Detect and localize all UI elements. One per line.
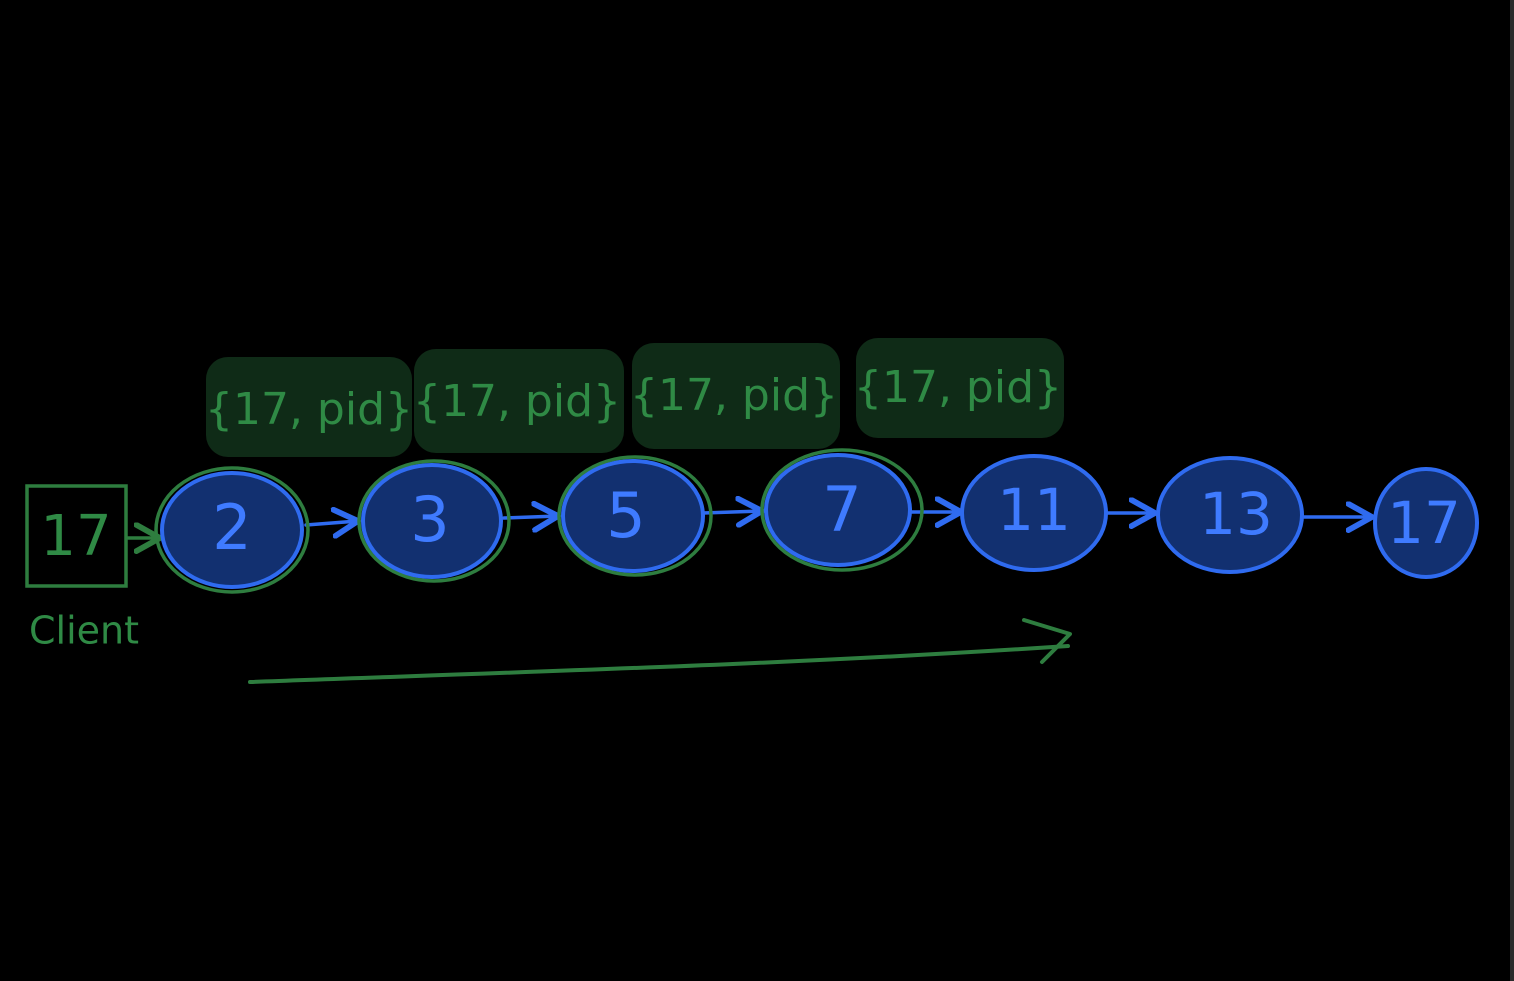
- message-bubble: {17, pid}: [630, 343, 840, 449]
- chain-node: 11: [960, 454, 1108, 572]
- node-value: 5: [606, 479, 645, 552]
- node-value: 17: [1387, 489, 1461, 557]
- message-bubble: {17, pid}: [205, 357, 413, 457]
- visited-outline: [154, 466, 310, 594]
- node-value: 7: [822, 473, 861, 546]
- message-bubble: {17, pid}: [854, 338, 1064, 438]
- chain-arrow: [304, 521, 358, 525]
- visited-outline: [760, 448, 924, 572]
- chain-node: 3: [357, 459, 511, 583]
- direction-arrow: [248, 618, 1072, 684]
- chain-arrow: [701, 511, 762, 513]
- node-value: 3: [410, 483, 449, 556]
- visited-outline: [557, 455, 713, 577]
- message-text: {17, pid}: [413, 376, 621, 427]
- chain-arrows: [304, 511, 1372, 525]
- chain-arrow: [502, 516, 558, 518]
- visited-outline: [357, 459, 511, 583]
- message-bubbles: {17, pid} {17, pid} {17, pid} {17, pid}: [205, 338, 1064, 457]
- node-value: 13: [1199, 480, 1273, 548]
- chain-node: 7: [760, 448, 924, 572]
- client-label: Client: [29, 609, 139, 653]
- chain-node: 17: [1373, 467, 1479, 579]
- chain-node: 5: [557, 455, 713, 577]
- message-text: {17, pid}: [630, 370, 838, 421]
- message-text: {17, pid}: [205, 384, 413, 435]
- chain-node: 13: [1156, 456, 1304, 574]
- node-value: 11: [997, 476, 1071, 544]
- client-node: 17 Client: [25, 484, 139, 653]
- client-value: 17: [40, 504, 111, 569]
- message-text: {17, pid}: [854, 362, 1062, 413]
- chain-node: 2: [154, 466, 310, 594]
- message-bubble: {17, pid}: [413, 349, 624, 453]
- chain-nodes: 2 3 5 7 11 13: [154, 448, 1479, 594]
- node-value: 2: [212, 491, 251, 564]
- window-edge: [1510, 0, 1514, 981]
